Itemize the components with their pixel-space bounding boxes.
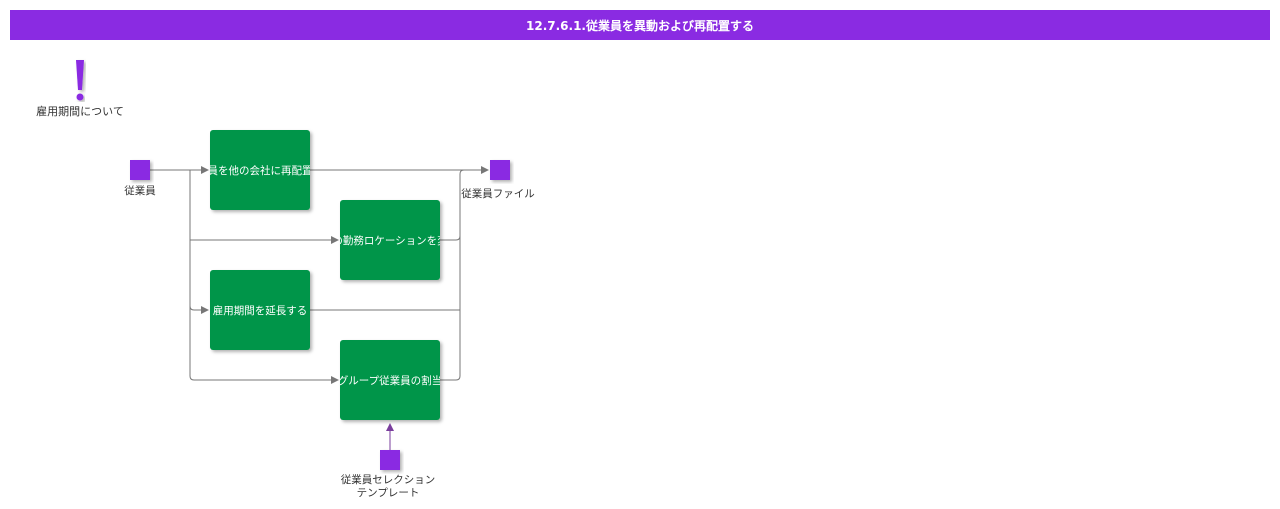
output-employee-file-label: 従業員ファイル <box>461 187 535 200</box>
connectors <box>150 166 489 450</box>
task-label: 従業員の勤務ロケーションを変更する <box>301 234 479 247</box>
note-label: 雇用期間について <box>36 104 124 118</box>
task-label: 雇用期間を延長する <box>213 304 308 317</box>
output-employee-file-node[interactable] <box>490 160 510 180</box>
template-label-line1: 従業員セレクション <box>341 473 436 486</box>
template-label-line2: テンプレート <box>357 487 420 499</box>
page-title: 12.7.6.1.従業員を異動および再配置する <box>10 10 1270 40</box>
task-label: グループ従業員の割当 <box>338 374 442 387</box>
connector-merge-top <box>459 169 465 175</box>
input-employee-node[interactable] <box>130 160 150 180</box>
input-employee-label: 従業員 <box>124 184 156 197</box>
connector-input-task3 <box>189 305 209 314</box>
task-extend-employment[interactable]: 雇用期間を延長する <box>210 270 310 350</box>
template-node[interactable] <box>380 450 400 470</box>
connector-merge-vertical <box>440 174 461 381</box>
page-title-text: 12.7.6.1.従業員を異動および再配置する <box>526 18 754 33</box>
task-relocate-company[interactable]: 従業員を他の会社に再配置する <box>187 130 334 210</box>
task-label: 従業員を他の会社に再配置する <box>187 164 334 177</box>
exclamation-icon[interactable] <box>76 60 84 101</box>
task-group-employee-assignment[interactable]: グループ従業員の割当 <box>338 340 442 420</box>
connector-input-task4 <box>189 170 339 384</box>
task-change-work-location[interactable]: 従業員の勤務ロケーションを変更する <box>301 200 479 280</box>
connector-task2-output <box>440 235 461 241</box>
